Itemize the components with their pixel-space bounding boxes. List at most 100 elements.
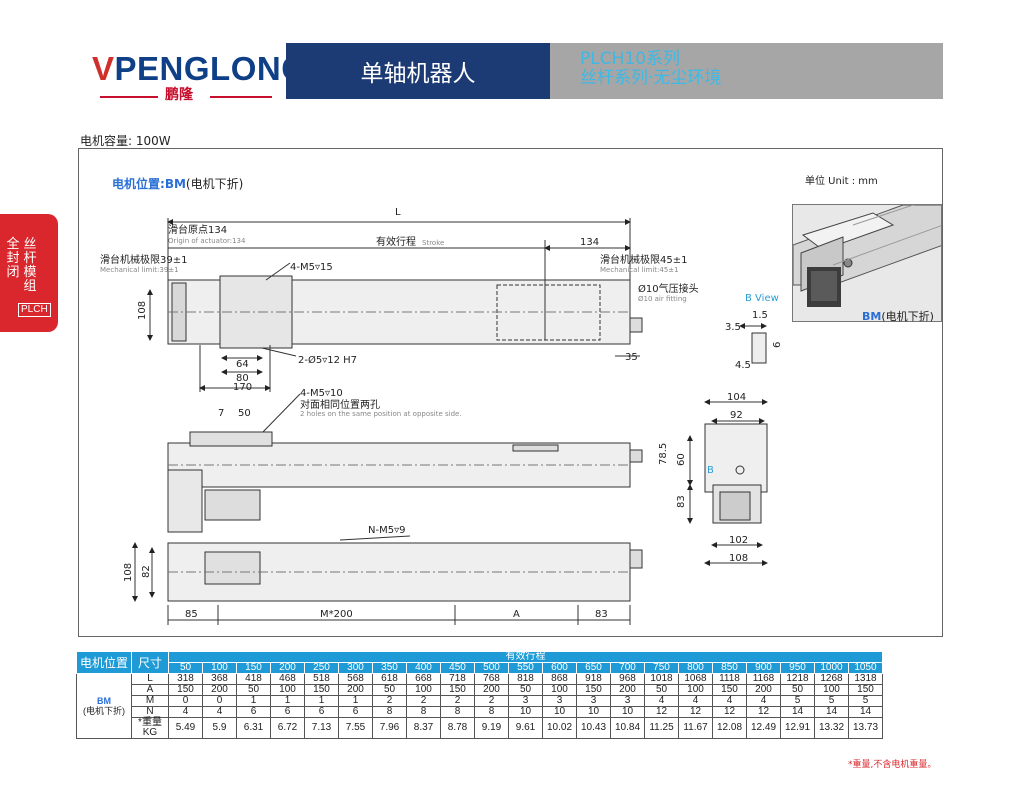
table-cell: 12 — [746, 706, 781, 718]
logo-rule-left — [100, 96, 158, 98]
series-name: PLCH10系列 — [580, 49, 681, 69]
thread-n-m5: N-M5▿9 — [368, 525, 405, 536]
dim-64: 64 — [236, 359, 249, 370]
table-cell: 818 — [508, 673, 543, 685]
table-cell: 1118 — [712, 673, 747, 685]
table-cell: 318 — [168, 673, 203, 685]
table-cell: 13.73 — [848, 717, 883, 739]
table-cell: 668 — [406, 673, 441, 685]
table-cell: 50 — [780, 684, 815, 696]
table-cell: 50 — [508, 684, 543, 696]
heading-code: BM — [164, 177, 186, 191]
b-marker: B — [707, 465, 714, 476]
b-view-label: B View — [745, 293, 779, 304]
weight-footnote: *重量,不含电机重量。 — [848, 757, 936, 770]
table-cell: 1168 — [746, 673, 781, 685]
table-cell: 11.25 — [644, 717, 679, 739]
table-cell: 150 — [712, 684, 747, 696]
stroke-cell: 250 — [304, 662, 339, 674]
col-stroke: 有效行程 — [168, 651, 883, 663]
dim-3-5: 3.5 — [725, 322, 741, 333]
dim-108: 108 — [137, 301, 148, 320]
stroke-cn: 有效行程 — [376, 235, 416, 248]
table-cell: 50 — [236, 684, 271, 696]
table-cell: 150 — [440, 684, 475, 696]
table-cell: 150 — [848, 684, 883, 696]
footnote-mark: * — [848, 760, 853, 770]
table-cell: 14 — [780, 706, 815, 718]
col-size: 尺寸 — [131, 651, 169, 674]
motor-position-heading: 电机位置:BM(电机下折) — [112, 175, 243, 192]
table-cell: 3 — [542, 695, 577, 707]
table-cell: 10 — [576, 706, 611, 718]
stroke-cell: 100 — [202, 662, 237, 674]
table-cell: 200 — [610, 684, 645, 696]
row-label: N — [131, 706, 169, 718]
mech-limit-45-en: Mechanical limit:45±1 — [600, 266, 679, 274]
table-cell: 12 — [644, 706, 679, 718]
table-cell: 1 — [270, 695, 305, 707]
stroke-cell: 700 — [610, 662, 645, 674]
side-tab-label-2: 丝杆模组 — [23, 237, 37, 294]
dim-6: 6 — [772, 342, 783, 348]
holes-en: 2 holes on the same position at opposite… — [300, 410, 462, 418]
table-cell: 518 — [304, 673, 339, 685]
table-cell: 12 — [678, 706, 713, 718]
origin-en: Origin of actuator:134 — [168, 237, 246, 245]
table-cell: 200 — [202, 684, 237, 696]
air-fitting-en: Ø10 air fitting — [638, 295, 687, 303]
dim-83-bottom: 83 — [595, 609, 608, 620]
thread-m5-15: 4-M5▿15 — [290, 262, 333, 273]
table-cell: 8.37 — [406, 717, 441, 739]
table-cell: 10.43 — [576, 717, 611, 739]
table-cell: 6 — [304, 706, 339, 718]
table-cell: 7.96 — [372, 717, 407, 739]
stroke-cell: 200 — [270, 662, 305, 674]
logo-wordmark: VPENGLONG — [92, 52, 307, 85]
table-cell: 1268 — [814, 673, 849, 685]
table-cell: 7.13 — [304, 717, 339, 739]
thread-m5-10: 4-M5▿10 — [300, 388, 343, 399]
stroke-cell: 550 — [508, 662, 543, 674]
table-cell: 10.02 — [542, 717, 577, 739]
stroke-cell: 800 — [678, 662, 713, 674]
dim-L: L — [395, 207, 401, 218]
stroke-cell: 850 — [712, 662, 747, 674]
table-cell: 1068 — [678, 673, 713, 685]
product-photo — [792, 204, 942, 322]
dim-102: 102 — [729, 535, 748, 546]
table-cell: 968 — [610, 673, 645, 685]
row-label: *重量KG — [131, 717, 169, 739]
stroke-cell: 600 — [542, 662, 577, 674]
table-cell: 6.72 — [270, 717, 305, 739]
table-header-row: 电机位置 尺寸 有效行程 — [76, 651, 883, 674]
table-cell: 6 — [236, 706, 271, 718]
dim-92: 92 — [730, 410, 743, 421]
table-cell: 100 — [270, 684, 305, 696]
table-cell: 14 — [814, 706, 849, 718]
photo-caption-text: (电机下折) — [881, 310, 934, 323]
stroke-cell: 350 — [372, 662, 407, 674]
table-cell: 5 — [848, 695, 883, 707]
dim-108-end: 108 — [729, 553, 748, 564]
col-motor-position: 电机位置 — [76, 651, 132, 674]
table-cell: 4 — [712, 695, 747, 707]
table-cell: 6 — [270, 706, 305, 718]
table-cell: 8 — [372, 706, 407, 718]
table-cell: 2 — [372, 695, 407, 707]
stroke-cell: 400 — [406, 662, 441, 674]
table-cell: 10 — [508, 706, 543, 718]
dim-78-5: 78.5 — [658, 443, 669, 465]
table-cell: 7.55 — [338, 717, 373, 739]
logo-prefix: V — [92, 50, 115, 87]
table-cell: 12 — [712, 706, 747, 718]
stroke-cell: 300 — [338, 662, 373, 674]
mech-limit-39-en: Mechanical limit:39±1 — [100, 266, 179, 274]
stroke-cell: 150 — [236, 662, 271, 674]
table-cell: 6 — [338, 706, 373, 718]
stroke-cell: 650 — [576, 662, 611, 674]
photo-code: BM — [862, 310, 882, 323]
